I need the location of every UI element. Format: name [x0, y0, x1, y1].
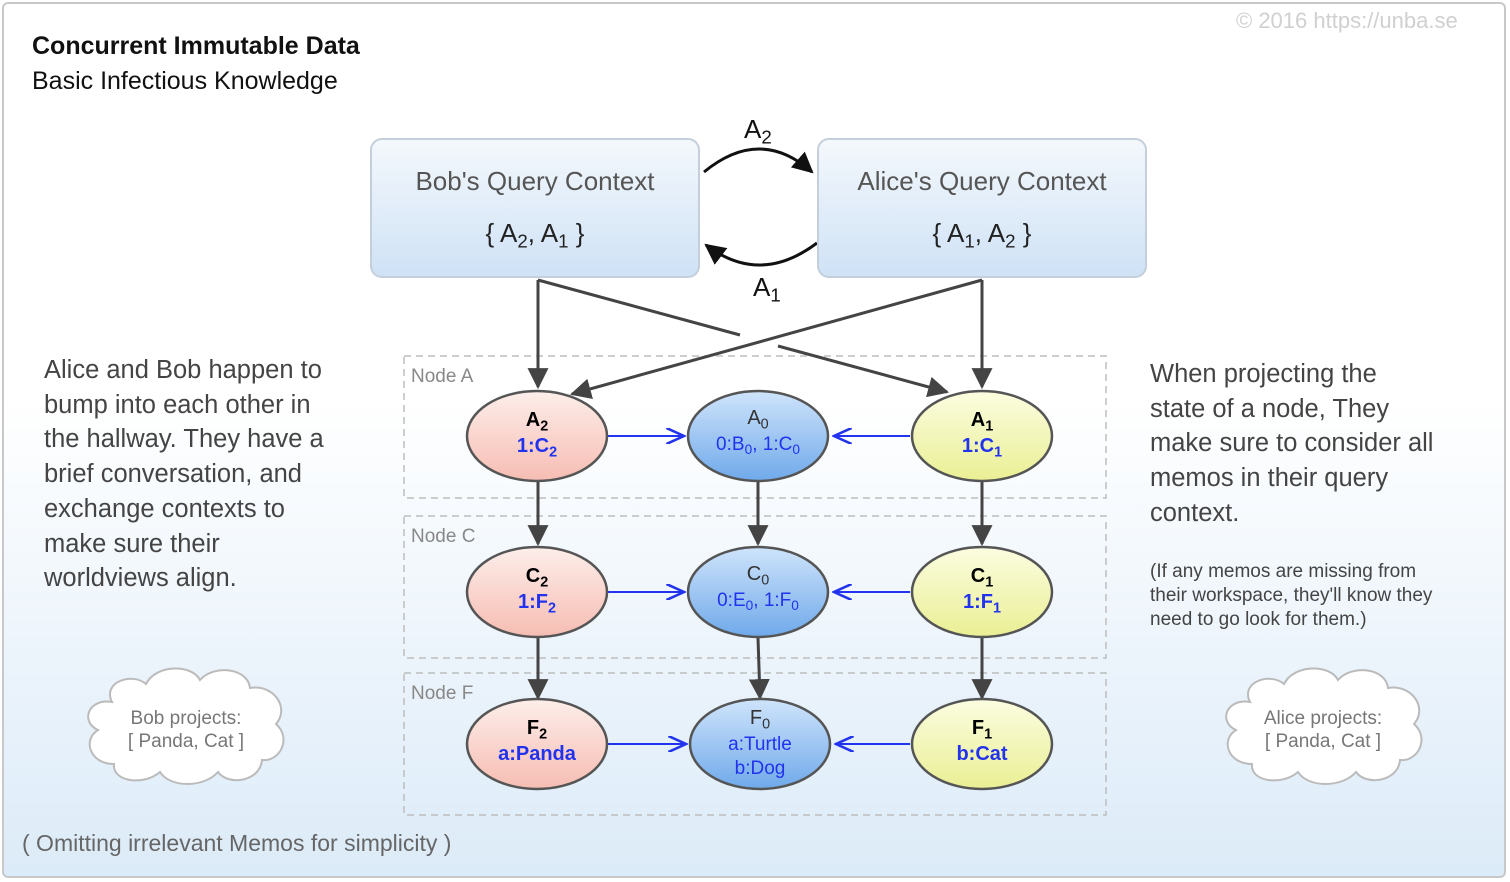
- memo-f2-name: F2: [526, 717, 548, 743]
- left-description-line: brief conversation, and: [44, 460, 302, 489]
- left-description-line: the hallway. They have a: [44, 425, 324, 454]
- memo-a0-shape: [686, 389, 830, 483]
- footer-note: ( Omitting irrelevant Memos for simplici…: [22, 830, 452, 856]
- memo-a2-name: A2: [525, 409, 549, 435]
- bob-to-a1-arrow-part1: [537, 278, 741, 337]
- memo-f1-shape: [910, 697, 1054, 791]
- group-label-node-a: Node A: [411, 366, 474, 387]
- bob-query-context: Bob's Query Context { A2, A1 }: [370, 138, 700, 278]
- bob-context-title: Bob's Query Context: [415, 166, 655, 196]
- memo-c0-shape: [686, 545, 830, 639]
- bob-projection: Bob projects: [ Panda, Cat ]: [96, 707, 276, 753]
- alice-projection: Alice projects: [ Panda, Cat ]: [1233, 707, 1413, 753]
- memo-f1-name: F1: [971, 717, 993, 743]
- group-label-node-c: Node C: [411, 526, 476, 547]
- memo-f0-shape: [688, 697, 832, 791]
- alice-context-title: Alice's Query Context: [857, 166, 1107, 196]
- memo-f0-detail-line: b:Dog: [734, 758, 786, 779]
- memo-c2: C2 1:F2: [467, 547, 607, 637]
- diagram-subtitle: Basic Infectious Knowledge: [32, 67, 338, 95]
- memo-f0: F0 a:Turtle b:Dog: [690, 699, 830, 789]
- group-box-node-c: [403, 515, 1107, 659]
- left-description-line: exchange contexts to: [44, 494, 285, 523]
- memo-c1-detail: 1:F1: [962, 591, 1002, 617]
- memo-c1: C1 1:F1: [912, 547, 1052, 637]
- memo-a2-detail: 1:C2: [516, 435, 558, 461]
- left-description-line: make sure their: [44, 529, 220, 558]
- right-description-line: make sure to consider all: [1150, 429, 1434, 458]
- memo-f2: F2 a:Panda: [467, 699, 607, 789]
- alice-query-context: Alice's Query Context { A1, A2 }: [817, 138, 1147, 278]
- right-note-line: their workspace, they'll know they: [1150, 585, 1433, 606]
- memo-c2-shape: [465, 545, 609, 639]
- alice-cloud-icon: [1225, 667, 1423, 785]
- memo-c0-detail: 0:E0, 1:F0: [717, 590, 799, 614]
- memo-a1: A1 1:C1: [912, 391, 1052, 481]
- memo-a0-name: A0: [747, 407, 769, 433]
- memo-c0-name: C0: [746, 563, 770, 589]
- memo-f0-detail: a:Turtle b:Dog: [690, 733, 830, 781]
- group-box-node-f: [403, 672, 1107, 816]
- alice-projection-label: Alice projects:: [1263, 708, 1383, 729]
- right-description-line: When projecting the: [1150, 360, 1377, 388]
- memo-f2-detail: a:Panda: [498, 743, 576, 765]
- memo-c1-shape: [910, 545, 1054, 639]
- exchange-label-top: A2: [744, 114, 772, 148]
- right-note: (If any memos are missing from their wor…: [1150, 560, 1432, 632]
- right-description-line: state of a node, They: [1150, 394, 1390, 423]
- memo-c1-name: C1: [970, 565, 994, 591]
- alice-context-set: { A1, A2 }: [932, 218, 1032, 252]
- memo-f0-detail-line: a:Turtle: [728, 734, 792, 755]
- exchange-arrow-bottom: [704, 241, 818, 267]
- right-description-line: memos in their query: [1150, 464, 1389, 493]
- exchange-arrow-top: [703, 147, 814, 174]
- bob-projection-value: [ Panda, Cat ]: [127, 731, 245, 752]
- memo-a0: A0 0:B0, 1:C0: [688, 391, 828, 481]
- memo-a0-detail: 0:B0, 1:C0: [716, 434, 800, 458]
- memo-c0: C0 0:E0, 1:F0: [688, 547, 828, 637]
- memo-c2-detail: 1:F2: [517, 591, 557, 617]
- exchange-label-bottom: A1: [753, 272, 781, 306]
- memo-f2-shape: [465, 697, 609, 791]
- diagram-title: Concurrent Immutable Data: [32, 32, 360, 60]
- bob-to-a1-arrow-part2: [777, 344, 950, 398]
- memo-f0-name: F0: [749, 707, 771, 733]
- memo-f1: F1 b:Cat: [912, 699, 1052, 789]
- bob-cloud-icon: [87, 667, 285, 785]
- left-description: Alice and Bob happen to bump into each o…: [44, 353, 324, 596]
- copyright-notice: © 2016 https://unba.se: [1236, 8, 1458, 33]
- right-note-line: (If any memos are missing from: [1150, 561, 1417, 582]
- right-description: When projecting the state of a node, The…: [1150, 357, 1433, 531]
- alice-to-a2-arrow: [569, 278, 983, 400]
- memo-c2-name: C2: [525, 565, 549, 591]
- c0-to-f0-arrow: [748, 637, 770, 701]
- left-description-line: worldviews align.: [44, 564, 237, 593]
- right-note-line: need to go look for them.): [1150, 609, 1367, 630]
- left-description-line: Alice and Bob happen to: [44, 356, 322, 384]
- memo-a2-shape: [465, 389, 609, 483]
- memo-a1-detail: 1:C1: [961, 435, 1003, 461]
- group-box-node-a: [403, 355, 1107, 499]
- memo-a2: A2 1:C2: [467, 391, 607, 481]
- group-label-node-f: Node F: [411, 683, 474, 704]
- memo-a1-shape: [910, 389, 1054, 483]
- memo-a1-name: A1: [970, 409, 994, 435]
- memo-f1-detail: b:Cat: [956, 743, 1008, 765]
- alice-projection-value: [ Panda, Cat ]: [1264, 731, 1382, 752]
- bob-context-set: { A2, A1 }: [485, 218, 585, 252]
- left-description-line: bump into each other in: [44, 390, 311, 419]
- bob-projection-label: Bob projects:: [130, 708, 242, 729]
- right-description-line: context.: [1150, 498, 1240, 527]
